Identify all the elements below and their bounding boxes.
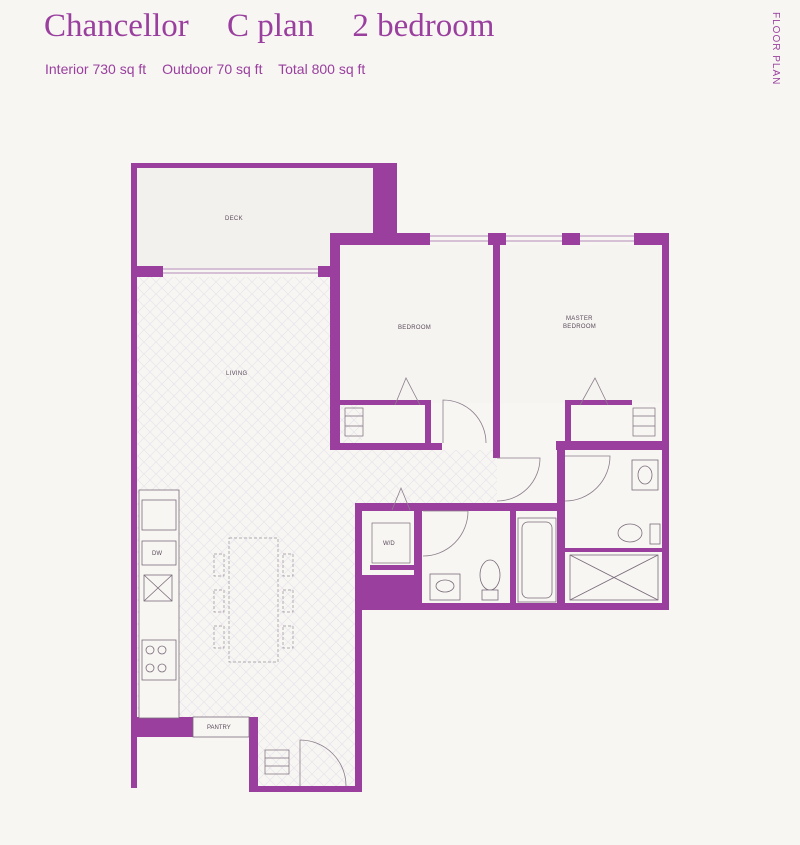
dw-label: DW — [152, 551, 162, 557]
plan-title: Chancellor C plan 2 bedroom — [44, 8, 524, 45]
building-name: Chancellor — [44, 8, 189, 44]
living-label: LIVING — [226, 371, 248, 377]
floor-plan-tag: FLOOR PLAN — [770, 12, 781, 86]
pantry-box — [192, 716, 250, 738]
area-summary: Interior 730 sq ft Outdoor 70 sq ft Tota… — [45, 61, 377, 77]
bedroom-label: BEDROOM — [398, 325, 431, 331]
master-label-line2: BEDROOM — [563, 324, 596, 330]
windows — [163, 235, 634, 274]
floor-fill — [137, 168, 662, 787]
bath-fixtures — [429, 459, 661, 603]
kitchen-counter — [138, 489, 180, 719]
master-label-line1: MASTER — [566, 316, 593, 322]
total-area: Total 800 sq ft — [278, 61, 366, 77]
closet-shelves — [264, 407, 656, 775]
deck-label: DECK — [225, 216, 243, 222]
interior-area: Interior 730 sq ft — [45, 61, 147, 77]
plan-name: C plan — [227, 8, 315, 44]
doors — [299, 377, 611, 787]
walls — [131, 163, 669, 792]
wd-label: W/D — [383, 541, 395, 547]
dining-table — [213, 537, 294, 663]
pantry-label: PANTRY — [207, 725, 231, 731]
bedroom-count: 2 bedroom — [352, 8, 495, 44]
outdoor-area: Outdoor 70 sq ft — [162, 61, 263, 77]
